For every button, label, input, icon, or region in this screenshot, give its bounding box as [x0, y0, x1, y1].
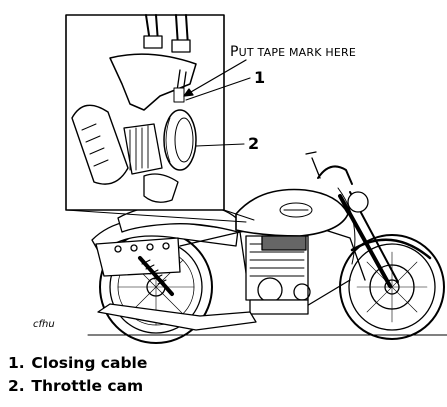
- motorcycle-throttle-diagram: [65, 14, 447, 344]
- throttle-grip: [71, 104, 163, 185]
- instruction-initial: P: [230, 44, 239, 60]
- mirror: [305, 151, 321, 179]
- legend-list: 1. Closing cable 2. Throttle cam: [8, 352, 147, 398]
- callout-2-leader: [195, 143, 245, 147]
- front-wheel: [339, 234, 445, 340]
- throttle-detail-inset: [65, 14, 251, 211]
- saddlebag: [95, 237, 181, 277]
- legend-label: Throttle cam: [31, 377, 144, 395]
- handlebar: [317, 165, 353, 185]
- callout-number-1: 1: [254, 68, 266, 87]
- figure-code: cfhu: [33, 319, 55, 330]
- throttle-cam: [163, 109, 197, 171]
- throttle-cable: [337, 187, 356, 265]
- throttle-housing: [109, 53, 197, 111]
- headlight: [347, 191, 369, 213]
- legend-item: 1. Closing cable: [8, 352, 147, 375]
- legend-number: 1.: [8, 354, 25, 372]
- exhaust-pipe: [97, 303, 257, 331]
- instruction-rest: UT TAPE MARK HERE: [238, 46, 356, 59]
- engine: [245, 235, 311, 315]
- front-fender: [350, 238, 432, 260]
- legend-number: 2.: [8, 377, 25, 395]
- legend-item: 2. Throttle cam: [8, 375, 147, 398]
- motorcycle-illustration: [91, 151, 445, 344]
- tape-mark-instruction: PUT TAPE MARK HERE: [230, 44, 356, 60]
- tape-mark-arrow: [183, 59, 247, 97]
- rear-shock: [138, 256, 174, 296]
- switch-housing: [143, 173, 179, 203]
- fuel-tank: [235, 188, 349, 237]
- inset-leader-line: [223, 209, 255, 221]
- callout-1-leader: [185, 77, 251, 101]
- inset-leader-line: [65, 209, 247, 223]
- callout-number-2: 2: [248, 134, 260, 153]
- throttle-cables: [143, 14, 191, 53]
- legend-label: Closing cable: [31, 354, 148, 372]
